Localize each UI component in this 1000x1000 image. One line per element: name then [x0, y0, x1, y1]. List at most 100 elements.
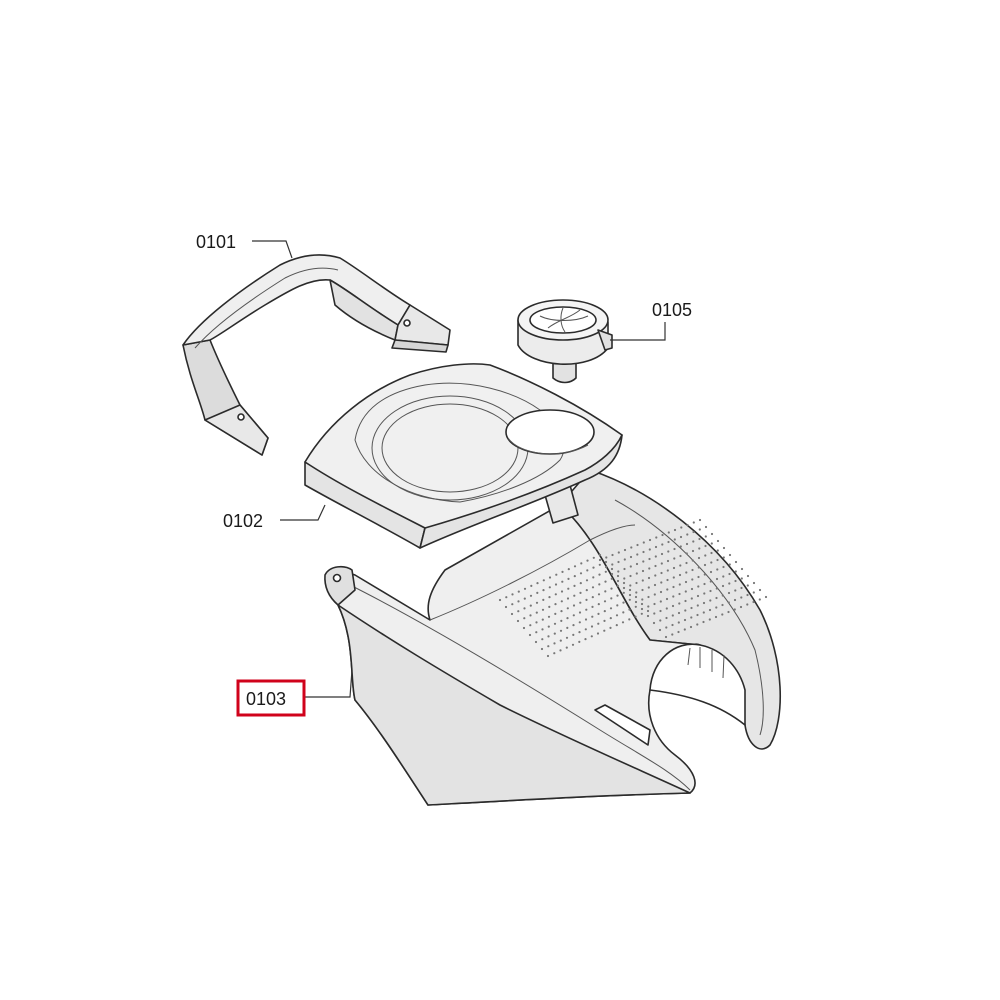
perforation-dot [548, 576, 552, 579]
perforation-dot [702, 601, 706, 605]
perforation-dot [679, 564, 682, 567]
perforation-dot [647, 586, 650, 589]
perforation-dot [553, 652, 556, 655]
perforation-dot [698, 537, 701, 541]
top-cover-part[interactable] [304, 363, 623, 549]
perforation-dot [728, 582, 731, 585]
funnel-insert-part[interactable] [517, 299, 613, 384]
perforation-dot [722, 565, 725, 569]
perforation-dot [522, 626, 526, 630]
perforation-dot [716, 558, 719, 562]
perforation-dot [584, 638, 587, 641]
perforation-dot [623, 567, 626, 571]
perforation-dot [565, 636, 569, 639]
perforation-dot [716, 539, 720, 543]
perforation-dot [536, 591, 539, 595]
perforation-dot [634, 615, 637, 618]
perforation-dot [617, 560, 620, 564]
perforation-dot [660, 581, 663, 584]
perforation-dot [678, 592, 681, 596]
perforation-dot [598, 583, 601, 586]
perforation-dot [671, 633, 674, 636]
perforation-dot [690, 587, 694, 591]
callout-0105: 0105 [610, 300, 692, 341]
perforation-dot [677, 611, 681, 615]
perforation-dot [540, 647, 544, 651]
perforation-dot [679, 554, 682, 558]
perforation-dot [597, 603, 600, 606]
perforation-dot [548, 605, 551, 609]
handle-right-foot-edge [391, 339, 449, 353]
leader-line-0102 [280, 504, 326, 521]
perforation-dot [585, 589, 588, 592]
perforation-dot [610, 567, 614, 571]
perforation-dot [555, 573, 558, 576]
perforation-dot [689, 625, 693, 629]
perforation-dot [636, 543, 639, 547]
perforation-dot [684, 580, 688, 584]
perforation-dot [634, 595, 638, 599]
perforation-dot [609, 607, 613, 610]
perforation-dot [611, 553, 614, 557]
perforation-dot [572, 614, 575, 617]
perforation-dot [678, 573, 682, 577]
perforation-dot [733, 608, 736, 611]
perforation-dot [683, 628, 686, 631]
perforation-dot [517, 600, 520, 603]
perforation-dot [696, 623, 699, 626]
perforation-dot [628, 593, 632, 597]
perforation-dot [704, 544, 707, 548]
perforation-dot [571, 643, 575, 646]
perforation-dot [746, 584, 749, 587]
perforation-dot [642, 550, 645, 554]
perforation-dot [671, 604, 675, 608]
perforation-dot [597, 593, 601, 596]
perforation-dot [566, 617, 569, 620]
perforation-dot [622, 586, 626, 590]
perforation-dot [704, 525, 708, 529]
perforation-dot [603, 619, 606, 623]
perforation-dot [642, 560, 645, 563]
perforation-dot [653, 612, 656, 615]
perforation-dot [710, 542, 713, 545]
perforation-dot [654, 555, 657, 558]
perforation-dot [697, 585, 700, 588]
handle-part[interactable] [182, 254, 451, 456]
perforation-dot [648, 538, 652, 542]
perforation-dot [692, 530, 695, 534]
perforation-dot [708, 618, 711, 621]
perforation-dot [554, 603, 557, 606]
perforation-dot [758, 588, 762, 592]
perforation-dot [671, 623, 674, 627]
perforation-dot [534, 640, 538, 644]
perforation-dot [590, 625, 594, 628]
perforation-dot [547, 645, 550, 648]
perforation-dot [559, 649, 562, 652]
perforation-dot [560, 590, 564, 593]
perforation-dot [630, 546, 633, 549]
perforation-dot [660, 552, 664, 556]
handle-right-foot [394, 304, 451, 346]
perforation-dot [629, 584, 632, 587]
perforation-dot [629, 574, 632, 578]
perforation-dot [659, 600, 662, 603]
leader-line-0101 [252, 240, 293, 259]
perforation-dot [665, 616, 668, 620]
perforation-dot [734, 570, 737, 573]
perforation-dot [722, 556, 725, 559]
perforation-dot [547, 615, 551, 618]
perforation-dot [709, 589, 712, 593]
perforation-dot [714, 615, 718, 619]
perforation-dot [560, 600, 563, 603]
perforation-dot [683, 618, 687, 622]
housing-shell-part[interactable] [324, 469, 782, 806]
perforation-dot [677, 621, 680, 624]
perforation-dot [511, 593, 514, 596]
perforation-dot [572, 604, 576, 607]
perforation-dot [541, 618, 544, 621]
perforation-dot [721, 594, 724, 597]
perforation-dot [597, 612, 600, 616]
perforation-dot [616, 584, 619, 587]
perforation-dot [554, 583, 558, 586]
